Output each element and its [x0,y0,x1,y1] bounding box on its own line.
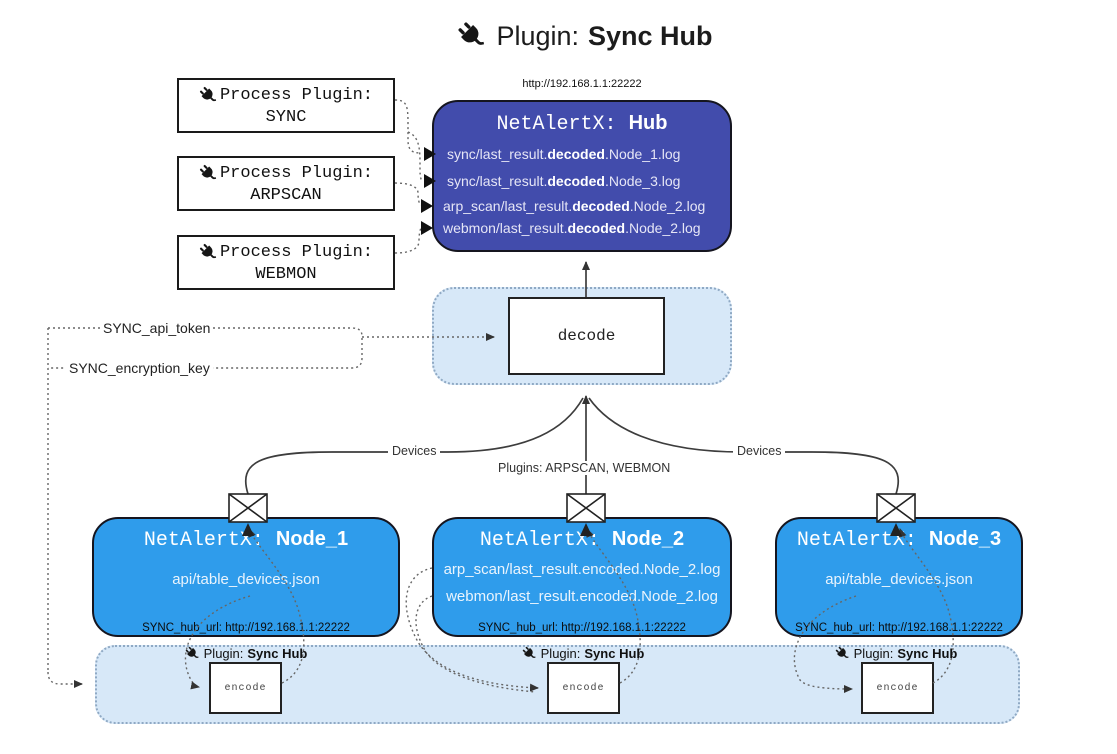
diagram-title: Plugin: Sync Hub [330,14,840,58]
plug-icon [522,646,537,661]
bottom-plugin-label-1: Plugin: Sync Hub [160,644,332,662]
title-name: Sync Hub [588,20,713,51]
hub-log-line: sync/last_result.decoded.Node_3.log [447,173,681,189]
process-plugin-box-webmon: Process Plugin: WEBMON [177,235,395,290]
encode-box-2: encode [547,662,620,714]
process-plugin-box-arpscan: Process Plugin: ARPSCAN [177,156,395,211]
sync-api-token-label: SYNC_api_token [100,320,214,336]
sync-encryption-key-label: SYNC_encryption_key [66,360,213,376]
node-box-node-1: NetAlertX: Node_1 api/table_devices.json… [92,517,400,637]
edge-sync-to-hub-2 [407,131,423,181]
devices-label-left: Devices [388,444,441,458]
plug-icon [199,164,218,183]
plug-icon [185,646,200,661]
edge-sync-to-hub-1 [394,99,421,154]
plugins-label: Plugins: ARPSCAN, WEBMON [494,461,675,475]
hub-url-label: http://192.168.1.1:22222 [522,78,642,90]
plug-icon [199,243,218,262]
edge-arpscan-to-hub [394,182,422,206]
node-hub-url: SYNC_hub_url: http://192.168.1.1:22222 [142,622,350,634]
node-hub-url: SYNC_hub_url: http://192.168.1.1:22222 [478,622,686,634]
process-plugin-name: ARPSCAN [250,186,322,205]
node-box-node-2: NetAlertX: Node_2 arp_scan/last_result.e… [432,517,732,637]
process-plugin-box-sync: Process Plugin: SYNC [177,78,395,133]
plug-icon [199,86,218,105]
node-file-line: api/table_devices.json [825,571,973,588]
plug-icon [457,21,487,51]
process-plugin-label: Process Plugin: [219,86,374,105]
hub-log-line: arp_scan/last_result.decoded.Node_2.log [443,198,706,214]
hub-log-line: sync/last_result.decoded.Node_1.log [447,146,681,162]
edge-secrets-to-panel [47,671,83,688]
encode-box-3: encode [861,662,934,714]
node-title: NetAlertX: Node_3 [796,528,1002,552]
edge-webmon-to-hub [394,227,422,254]
bottom-plugin-label-3: Plugin: Sync Hub [810,644,982,662]
process-plugin-name: WEBMON [255,265,317,284]
node-title: NetAlertX: Node_1 [143,528,349,552]
hub-box: NetAlertX: Hub sync/last_result.decoded.… [432,100,732,252]
hub-log-line: webmon/last_result.decoded.Node_2.log [443,220,701,236]
process-plugin-name: SYNC [265,108,307,127]
hub-title: NetAlertX: Hub [434,112,730,136]
node-file-line: webmon/last_result.encoded.Node_2.log [446,588,718,605]
plug-icon [835,646,850,661]
hub-title-name: Hub [628,112,668,134]
title-prefix: Plugin: [496,20,580,51]
hub-title-prefix: NetAlertX: [496,113,617,136]
decode-box: decode [508,297,665,375]
node-hub-url: SYNC_hub_url: http://192.168.1.1:22222 [795,622,1003,634]
devices-label-right: Devices [733,444,786,458]
encode-box-1: encode [209,662,282,714]
node-title: NetAlertX: Node_2 [479,528,685,552]
process-plugin-label: Process Plugin: [219,164,374,183]
node-file-line: api/table_devices.json [172,571,320,588]
node-file-line: arp_scan/last_result.encoded.Node_2.log [443,561,721,578]
node-box-node-3: NetAlertX: Node_3 api/table_devices.json… [775,517,1023,637]
bottom-plugin-label-2: Plugin: Sync Hub [497,644,669,662]
process-plugin-label: Process Plugin: [219,243,374,262]
